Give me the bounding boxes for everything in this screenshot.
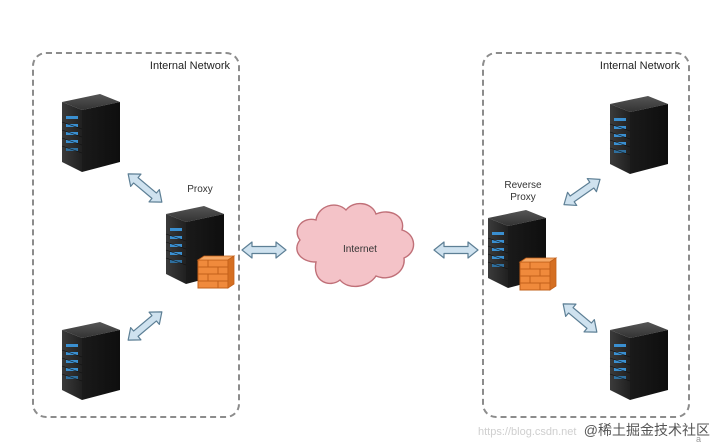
server-icon-left-bottom (61, 321, 121, 401)
internal-network-right-zone: Internal Network (482, 52, 690, 418)
internet-cloud-icon (296, 203, 415, 287)
watermark-url: https://blog.csdn.net (478, 426, 577, 438)
zone-label-right: Internal Network (599, 60, 680, 72)
proxy-label: Proxy (187, 184, 213, 195)
proxy-firewall-icon (197, 255, 235, 289)
server-icon-right-top (609, 95, 669, 175)
arrow-reverse-proxy-to-right-bottom (557, 297, 603, 339)
watermark: @稀土掘金技术社区 (583, 422, 710, 438)
internet-label: Internet (343, 244, 377, 255)
corner-mark: a (696, 434, 701, 444)
reverse-proxy-label-line1: Reverse (504, 180, 542, 191)
arrow-internet-to-reverse-proxy (433, 241, 479, 259)
reverse-proxy-firewall-icon (519, 257, 557, 291)
zone-label-left: Internal Network (149, 60, 230, 72)
arrow-left-top-to-proxy (122, 167, 168, 209)
server-icon-left-top (61, 93, 121, 173)
internal-network-left-zone: Internal Network (32, 52, 240, 418)
server-icon-right-bottom (609, 321, 669, 401)
arrow-proxy-to-internet (241, 241, 287, 259)
reverse-proxy-label-line2: Proxy (510, 192, 536, 203)
arrow-reverse-proxy-to-right-top (558, 172, 606, 212)
arrow-left-bottom-to-proxy (122, 305, 168, 347)
